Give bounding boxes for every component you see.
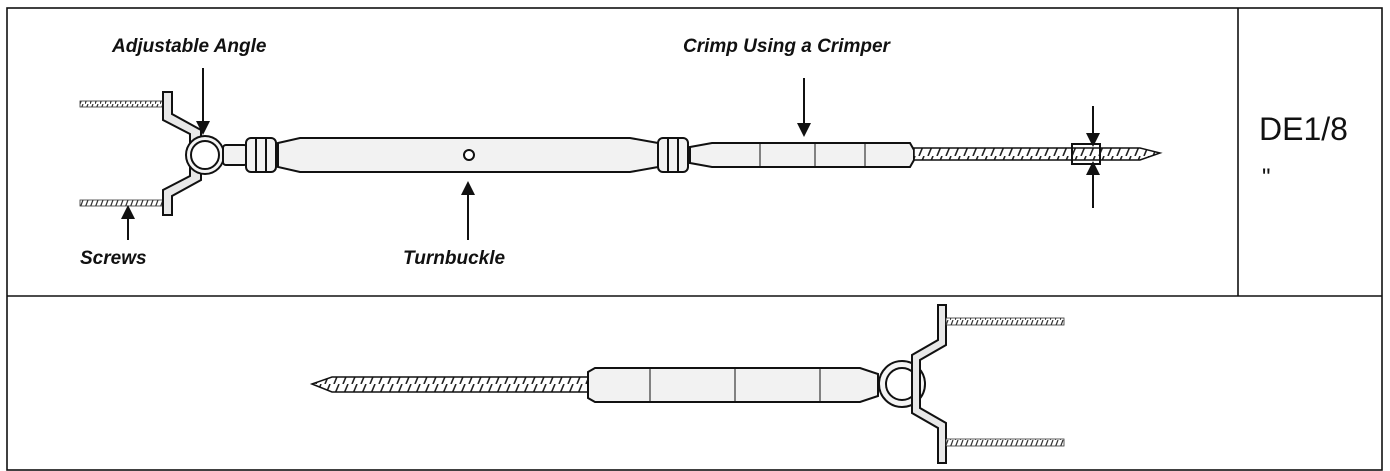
product-code-suffix: " bbox=[1262, 164, 1271, 191]
turnbuckle-hole bbox=[463, 149, 475, 161]
nut-left bbox=[245, 137, 277, 173]
angle-bracket bbox=[162, 91, 202, 216]
label-crimp: Crimp Using a Crimper bbox=[683, 36, 890, 57]
bottom-screw-bottom bbox=[945, 438, 1065, 447]
screw-bottom bbox=[79, 199, 165, 207]
crimp-sleeve bbox=[689, 142, 915, 168]
bottom-screw-top bbox=[945, 317, 1065, 326]
nut-right bbox=[657, 137, 689, 173]
label-screws: Screws bbox=[80, 248, 147, 269]
table-frame bbox=[6, 7, 1383, 471]
turnbuckle-assembly bbox=[79, 91, 1163, 216]
bottom-cable bbox=[309, 376, 591, 393]
leader-arrows bbox=[121, 68, 1100, 240]
label-turnbuckle: Turnbuckle bbox=[403, 248, 506, 269]
cable bbox=[913, 147, 1163, 161]
bottom-sleeve bbox=[587, 367, 879, 403]
bottom-bracket bbox=[911, 304, 947, 464]
label-adjustable-angle: Adjustable Angle bbox=[112, 36, 267, 57]
deck-eye-terminal bbox=[309, 304, 1065, 464]
product-code: DE1/8 bbox=[1259, 111, 1348, 147]
screw-top bbox=[79, 100, 165, 108]
